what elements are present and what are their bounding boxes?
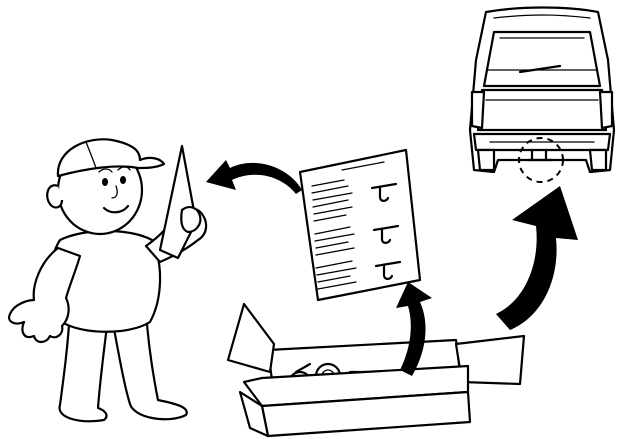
sheet-diagram-1 xyxy=(370,182,398,202)
instruction-sheet-icon xyxy=(298,148,422,302)
sheet-diagram-2 xyxy=(372,224,400,244)
large-curved-arrow-icon xyxy=(496,186,578,330)
small-curved-arrow-icon xyxy=(396,282,432,376)
parts-box-icon xyxy=(226,302,526,438)
hitch-highlight xyxy=(518,137,564,183)
sheet-diagram-3 xyxy=(374,260,402,280)
vehicle-rear-icon xyxy=(468,6,616,183)
curved-arrow-icon xyxy=(206,160,302,194)
held-sheet-icon xyxy=(158,144,202,260)
